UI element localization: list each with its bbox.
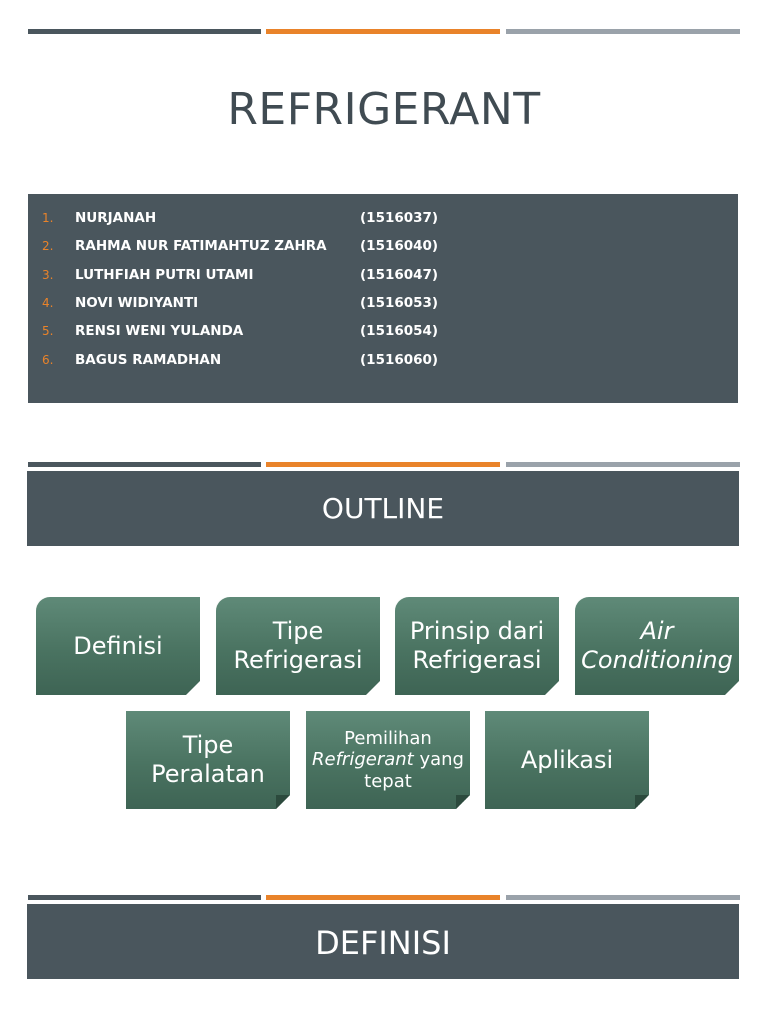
member-id: (1516040) (360, 238, 439, 255)
member-name: RAHMA NUR FATIMAHTUZ ZAHRA (75, 238, 327, 255)
label-line-1: Tipe (272, 617, 324, 646)
accent-bar-gray (506, 462, 740, 467)
member-row: 6. BAGUS RAMADHAN (1516060) (42, 346, 722, 374)
outline-item-label: Aplikasi (520, 745, 614, 774)
member-name: NURJANAH (75, 210, 157, 226)
header-accent-bars (28, 29, 740, 34)
label-line-1: Pemilihan (344, 727, 432, 749)
label-line-1: Prinsip dari (409, 617, 545, 646)
member-name: RENSI WENI YULANDA (75, 323, 244, 340)
member-id: (1516037) (360, 210, 439, 226)
member-name: LUTHFIAH PUTRI UTAMI (75, 266, 254, 283)
outline-item-definisi[interactable]: Definisi (36, 597, 200, 695)
accent-bar-gray (506, 895, 740, 900)
accent-bar-orange (266, 29, 500, 34)
folded-corner (456, 795, 470, 809)
label-line-2: Conditioning (581, 646, 733, 674)
member-id: (1516047) (360, 266, 439, 283)
label-line-3: tepat (364, 770, 412, 792)
member-row: 4. NOVI WIDIYANTI (1516053) (42, 289, 722, 317)
member-row: 1. NURJANAH (1516037) (42, 204, 722, 232)
member-number: 6. (42, 352, 54, 367)
label-line-2: Refrigerant yang (312, 749, 464, 771)
label-line-1: Air (640, 617, 674, 646)
member-row: 2. RAHMA NUR FATIMAHTUZ ZAHRA (1516040) (42, 232, 722, 260)
outline-accent-bars (28, 462, 740, 467)
member-number: 1. (42, 211, 54, 225)
page-title: REFRIGERANT (227, 84, 541, 135)
folded-corner (635, 795, 649, 809)
member-number: 4. (42, 295, 54, 310)
accent-bar-gray (506, 29, 740, 34)
accent-bar-orange (266, 895, 500, 900)
outline-header: OUTLINE (27, 471, 739, 546)
member-row: 3. LUTHFIAH PUTRI UTAMI (1516047) (42, 261, 722, 289)
member-list: 1. NURJANAH (1516037) 2. RAHMA NUR FATIMAHTU… (28, 194, 738, 403)
member-name: NOVI WIDIYANTI (75, 294, 199, 311)
definisi-header: DEFINISI (27, 904, 739, 979)
accent-bar-orange (266, 462, 500, 467)
member-id: (1516054) (360, 323, 439, 340)
definisi-accent-bars (28, 895, 740, 900)
accent-bar-dark (28, 29, 261, 34)
member-number: 3. (42, 267, 54, 282)
folded-corner (276, 795, 290, 809)
outline-item-label: Definisi (73, 631, 163, 660)
accent-bar-dark (28, 462, 261, 467)
label-line-2: Refrigerasi (233, 646, 363, 674)
member-id: (1516053) (360, 294, 439, 311)
member-number: 2. (42, 239, 54, 254)
label-line-2: Refrigerasi (412, 646, 542, 674)
member-row: 5. RENSI WENI YULANDA (1516054) (42, 317, 722, 345)
label-line-2: Peralatan (151, 760, 265, 788)
member-number: 5. (42, 324, 54, 339)
outline-item-aplikasi[interactable]: Aplikasi (485, 711, 649, 809)
label-line-1: Tipe (182, 731, 234, 760)
member-name: BAGUS RAMADHAN (75, 351, 222, 368)
accent-bar-dark (28, 895, 261, 900)
member-id: (1516060) (360, 351, 439, 368)
